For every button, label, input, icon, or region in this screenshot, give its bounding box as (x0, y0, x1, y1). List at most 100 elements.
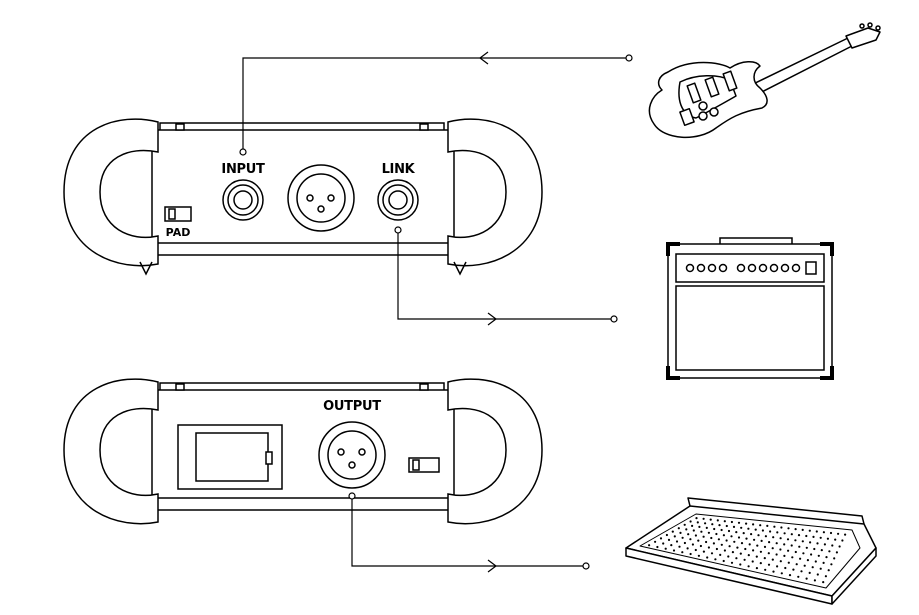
amp-corner-br (820, 366, 834, 380)
console-control-dot (809, 541, 812, 544)
console-control-dot (787, 549, 790, 552)
tuning-peg-2 (867, 22, 873, 28)
console-control-dot (819, 536, 822, 539)
console-control-dot (829, 531, 833, 535)
guitar-body (648, 61, 768, 139)
amp-corner-bl (666, 366, 680, 380)
console-control-dot (805, 546, 808, 549)
console-control-dot (730, 535, 733, 538)
console-control-dot (816, 573, 819, 576)
console-control-dot (687, 533, 690, 536)
console-control-dot (799, 557, 802, 560)
console-control-dot (779, 537, 782, 540)
guitar-bridge (679, 107, 695, 127)
console-control-dot (730, 561, 734, 564)
console-control-dot (830, 563, 833, 566)
console-control-dot (779, 548, 782, 551)
guitar-amplifier-illustration (666, 237, 834, 380)
console-control-dot (720, 543, 723, 546)
console-control-dot (725, 539, 728, 542)
console-control-dot (659, 537, 663, 540)
output-xlr-connector (318, 421, 386, 489)
link-jack (377, 179, 419, 221)
console-control-dot (794, 550, 797, 554)
mixer-connection-dot (582, 562, 590, 570)
console-control-dot (702, 517, 705, 520)
console-control-dot (780, 526, 783, 529)
console-faders (648, 517, 847, 584)
bottom-left-handle (63, 378, 159, 525)
console-control-dot (707, 546, 711, 549)
input-connection-dot (239, 148, 247, 156)
console-control-dot (787, 527, 790, 530)
top-box-top-edge (159, 122, 445, 130)
console-control-dot (739, 552, 742, 555)
console-control-dot (780, 572, 783, 575)
top-right-handle (447, 118, 543, 267)
console-control-dot (748, 543, 751, 546)
console-control-dot (675, 540, 679, 543)
console-control-dot (794, 528, 797, 531)
guitar-connection-dot (625, 54, 633, 62)
console-control-dot (747, 565, 750, 568)
output-mixer-arrow (487, 559, 497, 573)
console-control-dot (733, 540, 736, 543)
connection-lines (239, 51, 633, 573)
console-control-dot (753, 538, 756, 541)
console-control-dot (834, 538, 837, 541)
console-control-dot (648, 544, 651, 547)
guitar-pickup-3 (722, 70, 738, 92)
guitar-pickup-1 (686, 82, 702, 104)
console-control-dot (759, 550, 763, 553)
console-control-dot (681, 536, 684, 539)
console-control-dot (752, 549, 755, 552)
console-control-dot (656, 545, 659, 549)
console-control-dot (743, 558, 746, 561)
console-side-face (831, 547, 877, 605)
console-control-dot (787, 561, 790, 564)
console-control-dot (740, 526, 743, 529)
link-to-amp-line (397, 233, 611, 320)
guitar-knob-2 (698, 111, 708, 121)
amp-handle (719, 237, 793, 245)
console-control-dot (731, 551, 735, 554)
console-control-dot (725, 524, 728, 528)
console-control-dot (691, 543, 695, 546)
console-control-dot (691, 524, 694, 528)
console-control-dot (801, 528, 804, 532)
console-control-dot (702, 535, 705, 538)
console-control-area (639, 513, 861, 589)
console-control-dot (671, 530, 674, 533)
console-control-dot (727, 555, 730, 558)
console-control-dot (745, 537, 748, 540)
guitar-input-arrow (479, 51, 489, 65)
console-control-dot (689, 552, 692, 556)
xlr-connector-top (287, 164, 355, 232)
console-control-dot (728, 545, 731, 548)
console-control-dot (775, 542, 778, 545)
console-control-dot (654, 540, 657, 543)
console-control-dot (694, 548, 697, 552)
console-control-dot (822, 581, 825, 584)
console-control-dot (735, 531, 738, 534)
amp-corner-tl (666, 242, 680, 256)
console-control-dot (723, 549, 727, 552)
console-control-dot (813, 579, 817, 582)
console-control-dot (833, 557, 836, 560)
console-control-dot (788, 574, 792, 577)
console-control-dot (709, 518, 712, 521)
amp-connection-dot (610, 315, 618, 323)
console-control-dot (814, 560, 817, 563)
console-control-dot (737, 521, 741, 524)
console-control-dot (736, 546, 739, 549)
console-control-dot (837, 532, 840, 535)
console-control-dot (713, 527, 716, 531)
console-control-dot (792, 568, 795, 571)
console-control-dot (795, 563, 798, 566)
console-control-dot (672, 549, 676, 552)
pad-switch (164, 206, 192, 222)
console-control-dot (740, 542, 744, 545)
guitar-to-input-line (242, 57, 626, 149)
console-control-dot (775, 553, 778, 556)
input-label: INPUT (221, 162, 265, 177)
